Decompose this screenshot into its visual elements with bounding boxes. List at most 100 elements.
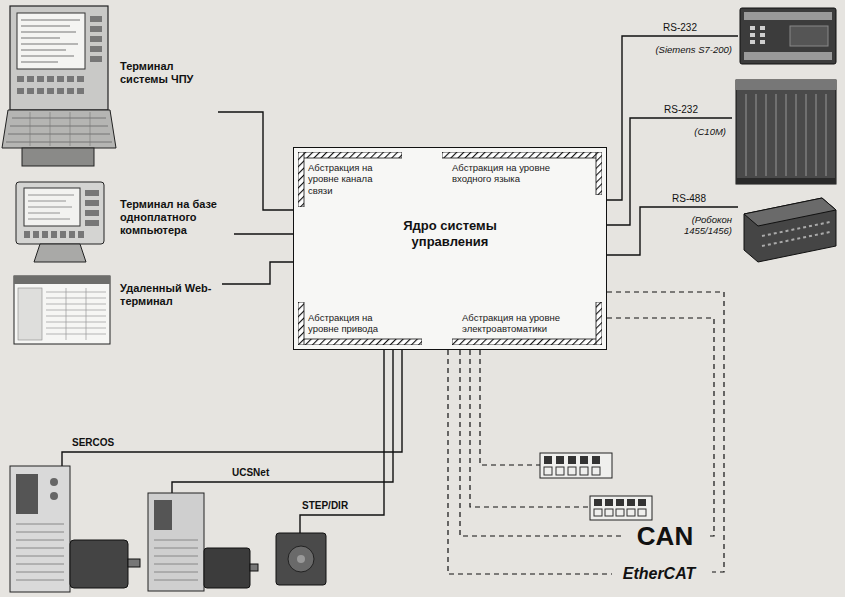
cnc-terminal-picture bbox=[47, 88, 54, 94]
siemens-plc-picture bbox=[744, 52, 832, 60]
cnc-terminal-picture bbox=[57, 76, 64, 82]
cnc-terminal-picture bbox=[90, 46, 102, 52]
hatched-bracket bbox=[298, 339, 422, 345]
io-module-picture bbox=[605, 509, 613, 516]
io-module-picture bbox=[580, 456, 588, 464]
single-board-terminal-picture bbox=[85, 200, 99, 206]
cnc-terminal-picture bbox=[17, 88, 24, 94]
io-module-picture bbox=[594, 509, 646, 516]
siemens-plc-picture bbox=[740, 8, 836, 64]
io-module-picture bbox=[594, 499, 602, 506]
single-board-terminal-picture bbox=[85, 210, 99, 216]
siemens-plc-picture bbox=[740, 8, 836, 64]
terminal-node: Терминал системы ЧПУ bbox=[4, 4, 218, 170]
siemens-plc-picture bbox=[760, 26, 765, 30]
node-label: CAN bbox=[625, 521, 705, 551]
abstraction-corner: Абстракция на уровне входного языка bbox=[442, 152, 602, 195]
bus-label: STEP/DIR bbox=[302, 500, 348, 511]
web-terminal-picture bbox=[14, 276, 110, 344]
io-module-picture bbox=[638, 499, 646, 506]
cnc-terminal-picture bbox=[57, 88, 64, 94]
io-module-picture bbox=[540, 453, 612, 478]
link-connector bbox=[218, 112, 293, 210]
robokon-module-picture bbox=[744, 198, 836, 262]
ucsnet-drive-picture bbox=[250, 564, 258, 571]
fieldbus-logo: EtherCAT bbox=[612, 560, 706, 588]
single-board-terminal-picture bbox=[51, 231, 57, 238]
hatched-bracket bbox=[596, 152, 602, 195]
io-module-picture bbox=[605, 499, 613, 506]
single-board-terminal-picture bbox=[24, 190, 99, 238]
cnc-terminal-picture bbox=[27, 76, 34, 82]
single-board-terminal-picture bbox=[34, 244, 86, 262]
drive-bus-wires bbox=[172, 350, 393, 493]
cnc-terminal-picture bbox=[90, 36, 102, 42]
single-board-terminal-picture bbox=[42, 231, 48, 238]
node-label: (C10M) bbox=[694, 126, 726, 137]
control-core-box: Ядро системы управленияАбстракция на уро… bbox=[293, 147, 607, 350]
siemens-plc-picture bbox=[750, 33, 755, 37]
io-module-picture bbox=[556, 456, 564, 464]
io-module-picture bbox=[544, 456, 600, 464]
single-board-terminal-picture bbox=[60, 231, 66, 238]
cnc-terminal-picture bbox=[90, 16, 102, 22]
bus-label: SERCOS bbox=[72, 437, 114, 448]
fieldbus-dashed-wires bbox=[480, 350, 540, 465]
bus-label: UCSNet bbox=[232, 467, 269, 478]
abstraction-corner: Абстракция на уровне электроавтоматики bbox=[452, 302, 602, 345]
io-module-picture bbox=[627, 499, 635, 506]
io-module-picture bbox=[592, 456, 600, 464]
fieldbus-dashed-wires bbox=[470, 350, 590, 507]
robokon-module-picture bbox=[762, 222, 830, 246]
web-terminal-picture bbox=[14, 276, 110, 284]
siemens-plc-picture bbox=[760, 33, 765, 37]
drive-bus-wires bbox=[62, 350, 402, 533]
terminal-node: Терминал на базе одноплатного компьютера bbox=[12, 176, 234, 268]
single-board-terminal-picture bbox=[69, 231, 75, 238]
cnc-terminal-picture bbox=[77, 76, 84, 82]
interface-label: RS-488 bbox=[672, 193, 706, 204]
servo-drive-picture bbox=[10, 466, 140, 592]
cnc-terminal-picture bbox=[17, 16, 102, 94]
servo-drive-picture bbox=[128, 559, 140, 567]
io-module-picture bbox=[590, 496, 652, 520]
c10m-rack-picture bbox=[736, 178, 836, 184]
controller-device: (Siemens S7-200) bbox=[738, 6, 838, 66]
io-module-picture bbox=[540, 453, 612, 478]
single-board-terminal-picture bbox=[24, 231, 30, 238]
node-label: Удаленный Web-терминал bbox=[120, 282, 216, 308]
io-module-picture bbox=[556, 467, 564, 475]
hatched-bracket bbox=[442, 152, 602, 158]
link-connector bbox=[234, 233, 293, 234]
fieldbus-dashed-wires bbox=[607, 318, 714, 536]
io-module-picture bbox=[590, 496, 652, 520]
c10m-rack-picture bbox=[736, 80, 836, 184]
cnc-terminal-picture bbox=[37, 76, 44, 82]
stepper-motor-picture bbox=[288, 546, 314, 572]
abstraction-corner: Абстракция на уровне канала связи bbox=[298, 152, 402, 207]
cnc-terminal-picture bbox=[77, 88, 84, 94]
io-module-picture bbox=[616, 509, 624, 516]
web-terminal-picture bbox=[46, 288, 106, 340]
ucsnet-drive-picture bbox=[154, 540, 198, 580]
servo-drive-picture bbox=[10, 466, 70, 592]
robokon-module-picture bbox=[744, 198, 836, 226]
io-module-picture bbox=[594, 509, 602, 516]
servo-drive-picture bbox=[50, 478, 58, 486]
single-board-terminal-picture bbox=[16, 182, 104, 244]
hatched-bracket bbox=[298, 152, 402, 158]
io-module-picture bbox=[544, 467, 600, 475]
node-label: Абстракция на уровне электроавтоматики bbox=[462, 312, 564, 335]
siemens-plc-picture bbox=[750, 40, 755, 44]
siemens-plc-picture bbox=[760, 40, 765, 44]
node-label: Абстракция на уровне привода bbox=[308, 312, 394, 335]
io-module-picture bbox=[580, 467, 588, 475]
cnc-terminal-picture bbox=[90, 26, 102, 32]
single-board-terminal-picture bbox=[16, 182, 104, 262]
fieldbus-connector bbox=[448, 350, 612, 574]
stepper-motor-picture bbox=[297, 555, 305, 563]
stepper-motor-picture bbox=[276, 533, 326, 585]
io-module-picture bbox=[594, 499, 646, 506]
io-module-picture bbox=[544, 467, 552, 475]
io-module-picture bbox=[592, 467, 600, 475]
